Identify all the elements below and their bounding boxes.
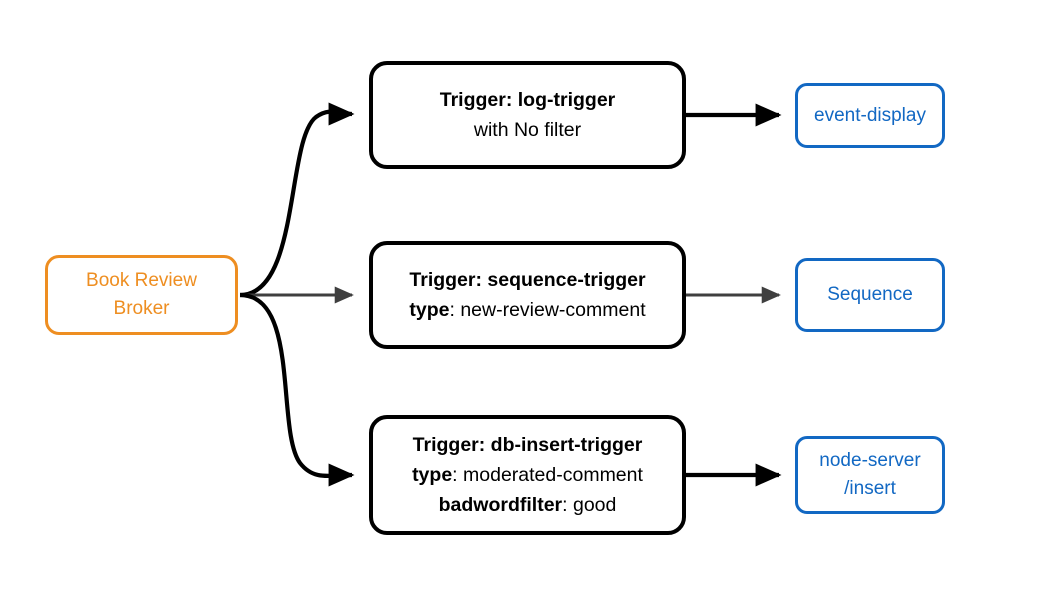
edge-broker-to-db-insert-trigger	[239, 292, 355, 487]
edge-broker-to-log-trigger	[239, 102, 355, 298]
node-server-label-line-2: /insert	[844, 478, 896, 499]
node-event-display[interactable]: event-display	[795, 83, 945, 148]
node-sequence[interactable]: Sequence	[795, 258, 945, 332]
sequence-trigger-line-1: Trigger: sequence-trigger	[409, 269, 646, 291]
log-trigger-line-1: Trigger: log-trigger	[439, 89, 616, 111]
node-db-insert-trigger[interactable]: Trigger: db-insert-trigger type: moderat…	[369, 415, 686, 535]
db-insert-trigger-line-1: Trigger: db-insert-trigger	[412, 434, 643, 456]
broker-label-line-1: Book Review	[86, 270, 197, 291]
node-log-trigger[interactable]: Trigger: log-trigger with No filter	[369, 61, 686, 169]
event-display-label: event-display	[814, 104, 926, 126]
sequence-label: Sequence	[827, 284, 913, 305]
sequence-trigger-line-2: type: new-review-comment	[409, 299, 646, 321]
node-book-review-broker[interactable]: Book Review Broker	[45, 255, 238, 335]
node-server-label-line-1: node-server	[819, 450, 921, 471]
node-sequence-trigger[interactable]: Trigger: sequence-trigger type: new-revi…	[369, 241, 686, 349]
log-trigger-line-2: with No filter	[473, 119, 582, 141]
broker-label-line-2: Broker	[113, 298, 170, 319]
db-insert-trigger-line-3: badwordfilter: good	[438, 494, 617, 516]
db-insert-trigger-line-2: type: moderated-comment	[412, 464, 643, 486]
node-node-server-insert[interactable]: node-server /insert	[795, 436, 945, 514]
